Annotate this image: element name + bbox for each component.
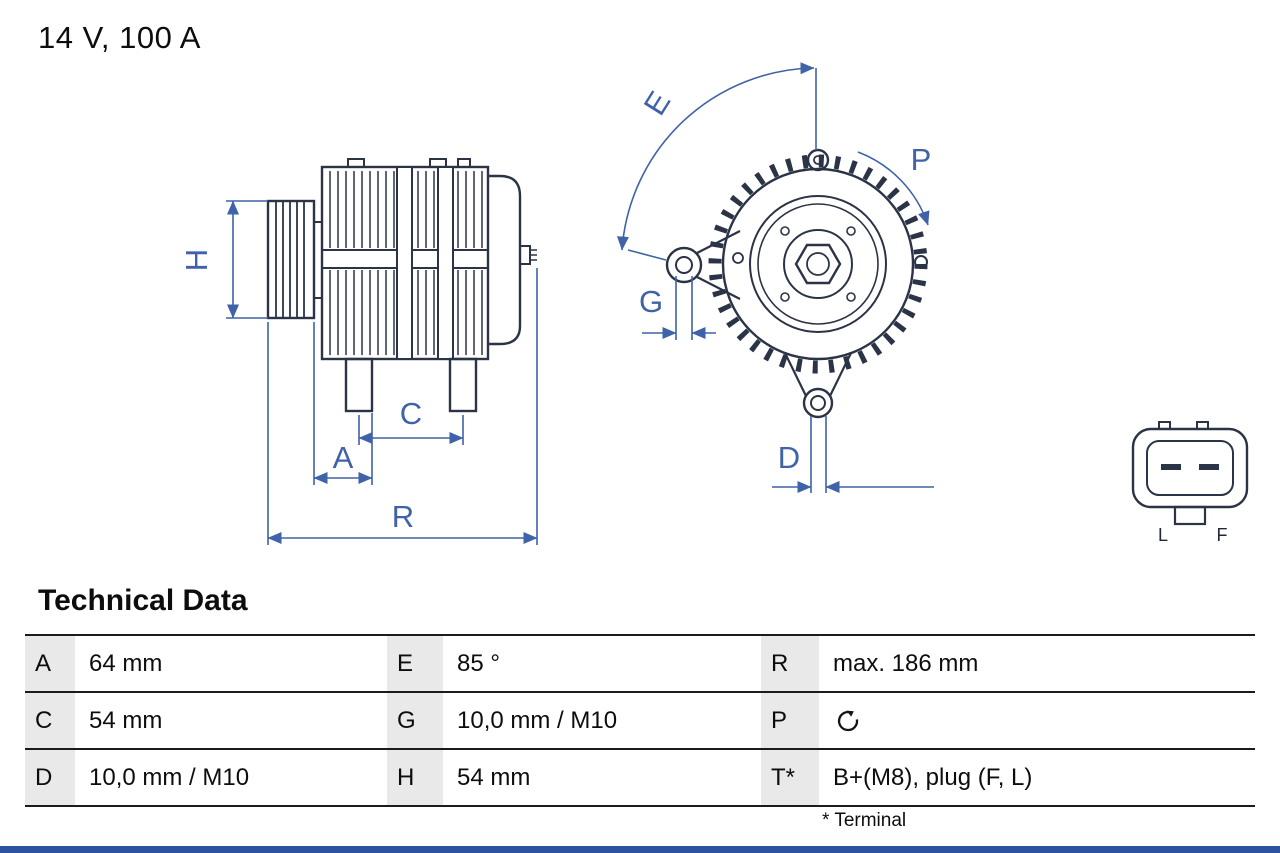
dimension-label-a: A	[333, 440, 354, 475]
technical-data-heading: Technical Data	[38, 584, 248, 617]
dim-key-r: R	[761, 634, 819, 692]
dimension-label-d: D	[778, 440, 800, 475]
rear-cover	[488, 174, 537, 346]
dimension-H	[226, 200, 268, 319]
dim-value-p	[819, 691, 1255, 749]
technical-data-table: A 64 mm E 85 ° R max. 186 mm C 54 mm G 1…	[25, 634, 1255, 807]
plug-connector-diagram	[1131, 421, 1249, 526]
plug-pin-label-f: F	[1217, 525, 1228, 545]
plug-pin-left	[1161, 464, 1181, 470]
dim-key-a: A	[25, 634, 75, 692]
dim-value-e: 85 °	[443, 634, 761, 692]
front-view-dimensions	[616, 62, 934, 493]
dim-value-c: 54 mm	[75, 691, 387, 749]
alternator-body	[320, 158, 490, 361]
left-mounting-arm	[665, 230, 744, 300]
dimension-D	[772, 416, 934, 493]
dimension-E-angle	[616, 62, 817, 261]
dimension-label-c: C	[400, 396, 422, 431]
stator-slots	[708, 154, 928, 374]
mounting-feet	[344, 357, 478, 413]
pulley	[266, 199, 323, 320]
spec-title: 14 V, 100 A	[38, 20, 201, 55]
plug-pin-right	[1199, 464, 1219, 470]
dim-value-h: 54 mm	[443, 748, 761, 807]
dimension-C	[358, 415, 464, 445]
brand-color-bar	[0, 846, 1280, 853]
dimension-label-h: H	[179, 249, 214, 271]
dim-value-g: 10,0 mm / M10	[443, 691, 761, 749]
dim-value-a: 64 mm	[75, 634, 387, 692]
table-row: D 10,0 mm / M10 H 54 mm T* B+(M8), plug …	[25, 748, 1255, 807]
dim-key-d: D	[25, 748, 75, 807]
dimension-label-e: E	[637, 85, 678, 121]
alternator-front-view	[665, 148, 928, 419]
plug-pin-label-l: L	[1158, 525, 1168, 545]
dimension-label-g: G	[639, 284, 663, 319]
dim-value-r: max. 186 mm	[819, 634, 1255, 692]
dim-key-t: T*	[761, 748, 819, 807]
table-row: A 64 mm E 85 ° R max. 186 mm	[25, 634, 1255, 692]
table-row: C 54 mm G 10,0 mm / M10 P	[25, 691, 1255, 749]
dim-key-h: H	[387, 748, 443, 807]
right-stud	[914, 255, 928, 269]
top-mounting-lug	[806, 148, 830, 172]
dim-value-d: 10,0 mm / M10	[75, 748, 387, 807]
rotation-direction-icon	[837, 710, 859, 731]
rotation-arrow-P	[857, 151, 930, 226]
side-view-dimensions	[226, 200, 538, 545]
dimension-label-r: R	[392, 499, 414, 534]
dimension-R	[267, 268, 538, 545]
dim-key-g: G	[387, 691, 443, 749]
shaft-nut	[794, 243, 842, 285]
dimension-A	[313, 322, 373, 485]
dimension-G	[642, 276, 716, 340]
dim-key-e: E	[387, 634, 443, 692]
dim-value-t: B+(M8), plug (F, L)	[819, 748, 1255, 807]
alternator-side-view	[266, 158, 537, 413]
terminal-footnote: * Terminal	[822, 810, 907, 831]
alternator-technical-drawing: H A C R	[179, 62, 1249, 545]
dimension-label-p: P	[911, 142, 932, 177]
bottom-mounting-lug	[784, 352, 852, 419]
dim-key-c: C	[25, 691, 75, 749]
dim-key-p: P	[761, 691, 819, 749]
